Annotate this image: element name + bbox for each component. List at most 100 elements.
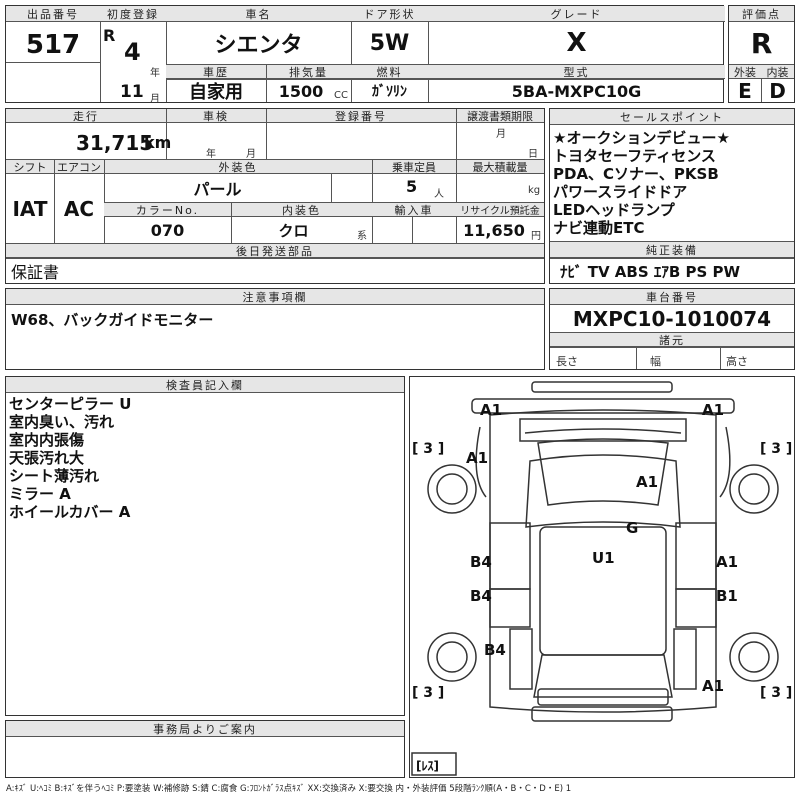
tire-rl-value: 3 [423,685,434,701]
lot-number: 517 [25,30,81,60]
equipment-label: 純正装備 [550,242,794,258]
ext-label: 外装 [729,65,761,79]
km-unit: km [144,133,172,152]
fuel: ｶﾞｿﾘﾝ [372,84,407,100]
inspector-note-line: ホイールカバー A [9,503,131,521]
cc-unit: CC [334,90,348,101]
sales-points-label: セールスポイント [550,109,794,125]
shift: IAT [12,196,48,221]
sales-point-item: PDA、Cソナー、PKSB [553,165,719,183]
transfer-label: 譲渡書類期限 [456,109,544,123]
door-type: 5W [369,30,410,56]
mark-front-left: A1 [480,401,503,419]
transfer-day-unit: 日 [528,149,538,160]
mileage: 31,715 [76,131,154,155]
ext-score: E [738,79,752,103]
seats-label: 乗車定員 [372,160,456,174]
dims-label: 諸元 [550,333,794,347]
lot-label: 出品番号 [6,6,100,22]
office-label: 事務局よりご案内 [6,721,404,737]
first-reg-label: 初度登録 [100,6,166,22]
recycle-fee: 11,650 [463,220,525,240]
seats: 5 [406,177,418,196]
score: R [750,26,773,60]
tire-fr: [ 3 ] [760,441,793,457]
history: 自家用 [189,82,243,103]
color-no: 070 [150,220,185,240]
notes-label: 注意事項欄 [6,289,544,305]
history-label: 車歴 [166,65,266,79]
inspector-note-line: 天張汚れ大 [9,449,85,467]
inspection-label: 車検 [166,109,266,123]
chassis-box: 車台番号 MXPC10-1010074 諸元 長さ 幅 高さ [549,288,795,370]
damage-diagram: A1 A1 A1 A1 G U1 B4 A1 B4 B1 B4 A1 [ 3 ]… [409,376,795,778]
mark-door-lr: B4 [470,587,492,605]
insp-year-unit: 年 [206,149,216,160]
equipment-list: ﾅﾋﾞ TV ABS ｴｱB PS PW [560,263,741,281]
car-outline [411,381,779,776]
model-label: 型式 [428,65,725,79]
mark-door-lf: B4 [470,553,492,571]
spare-value: ﾚｽ [421,759,434,773]
inspector-note-line: シート薄汚れ [9,467,100,485]
inspector-note-line: 室内内張傷 [9,431,85,449]
load-label: 最大積載量 [456,160,544,174]
reg-year: 4 [124,38,141,66]
score-label: 評価点 [729,6,794,22]
mark-front-right: A1 [702,401,725,419]
inspector-label: 検査員記入欄 [6,377,404,393]
mark-rear-right: A1 [702,677,725,695]
header-box: 出品番号 初度登録 車名 ドア形状 グレード 517 R 4 年 11 月 シエ… [5,5,725,105]
length-label: 長さ [556,355,578,368]
body-color: パール [193,180,242,199]
mark-hood: A1 [636,473,659,491]
aircon: AC [63,196,95,221]
tire-rr: [ 3 ] [760,685,793,701]
sales-point-item: ★オークションデビュー★ [553,129,730,147]
interior-unit: 系 [357,231,367,242]
spare-tire: [ﾚｽ] [416,759,439,773]
mark-roof: U1 [592,549,615,567]
mark-door-rr: B1 [716,587,738,605]
fuel-label: 燃料 [351,65,428,79]
inspector-note-line: センターピラー U [9,395,132,413]
mark-fender-left: A1 [466,449,489,467]
legend: A:ｷｽﾞ U:ﾍｺﾐ B:ｷｽﾞを伴うﾍｺﾐ P:要塗装 W:補修跡 S:錆 … [6,784,572,794]
recycle-label: リサイクル預託金 [456,203,544,217]
transfer-month-unit: 月 [496,129,506,140]
import-label: 輸入車 [372,203,456,217]
car-name: シエンタ [214,33,303,58]
vehicle-details-box: 走行 車検 登録番号 譲渡書類期限 31,715 km 年 月 月 日 シフト … [5,108,545,284]
int-score: D [769,79,786,103]
tire-fl: [ 3 ] [412,441,445,457]
interior-color-label: 内装色 [231,203,372,217]
seats-unit: 人 [434,189,444,200]
score-box: 評価点 R 外装 内装 E D [728,5,795,103]
later-parts-label: 後日発送部品 [6,244,544,258]
insp-month-unit: 月 [246,149,256,160]
sales-point-item: パワースライドドア [553,183,688,201]
mark-door-rf: A1 [716,553,739,571]
tire-fr-value: 3 [771,441,782,457]
recycle-unit: 円 [531,231,541,242]
width-label: 幅 [650,355,661,368]
model-code: 5BA-MXPC10G [511,81,642,101]
tire-fl-value: 3 [423,441,434,457]
mileage-label: 走行 [6,109,166,123]
office-box: 事務局よりご案内 [5,720,405,778]
displacement-label: 排気量 [266,65,351,79]
era: R [103,26,116,45]
color-no-label: カラーNo. [104,203,231,217]
chassis-number: MXPC10-1010074 [572,307,772,331]
notes-text: W68、バックガイドモニター [11,311,214,329]
chassis-label: 車台番号 [550,289,794,305]
year-unit: 年 [150,68,160,79]
interior-color: クロ [278,221,309,240]
sales-point-item: ナビ連動ETC [553,219,645,237]
grade: X [566,28,587,58]
sales-point-item: トヨタセーフティセンス [553,147,716,165]
inspector-note-line: ミラー A [9,485,71,503]
int-label: 内装 [761,65,794,79]
reg-month: 11 [120,82,144,102]
